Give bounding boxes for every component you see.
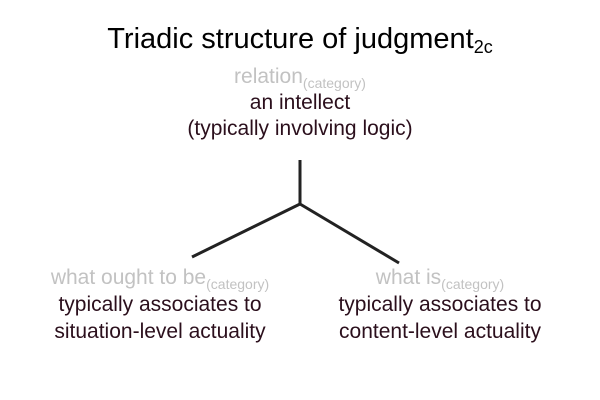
left-node-label-text: what ought to be xyxy=(50,266,207,289)
right-node-label-qualifier: (category) xyxy=(441,276,505,292)
left-node-line-2: situation-level actuality xyxy=(54,320,266,343)
top-node-label-qualifier: (category) xyxy=(302,75,366,91)
right-node-line-1: typically associates to xyxy=(338,293,542,316)
right-node-line-2: content-level actuality xyxy=(339,320,541,343)
title-text: Triadic structure of judgment xyxy=(107,23,474,55)
left-node: what ought to be(category) typically ass… xyxy=(10,264,310,345)
connector-right-branch xyxy=(299,202,400,265)
title-subscript: 2c xyxy=(473,37,493,57)
connector-left-branch xyxy=(191,202,301,259)
left-node-line-1: typically associates to xyxy=(58,293,262,316)
top-node-line-2: (typically involving logic) xyxy=(187,117,413,140)
top-node: relation(category) an intellect (typical… xyxy=(0,64,600,142)
diagram-title: Triadic structure of judgment2c xyxy=(0,22,600,56)
left-node-label-qualifier: (category) xyxy=(206,276,270,292)
right-node-label-text: what is xyxy=(375,266,442,289)
top-node-line-1: an intellect xyxy=(249,91,351,114)
left-node-label: what ought to be(category) xyxy=(10,264,310,291)
right-node: what is(category) typically associates t… xyxy=(290,264,590,345)
right-node-label: what is(category) xyxy=(290,264,590,291)
top-node-label-text: relation xyxy=(234,65,303,88)
top-node-label: relation(category) xyxy=(0,64,600,90)
